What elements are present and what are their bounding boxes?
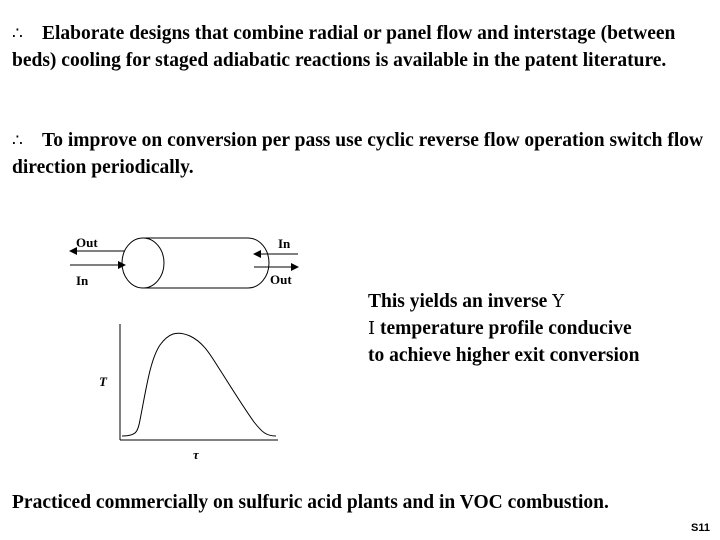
temperature-curve (121, 332, 277, 437)
inverse-profile-callout: This yields an inverse Y I temperature p… (368, 288, 713, 369)
y-axis-label: T (99, 374, 108, 389)
left-out-label: Out (76, 235, 98, 250)
temperature-profile-plot: T τ (99, 324, 278, 462)
therefore-symbol: ∴ (12, 131, 23, 150)
footer-statement: Practiced commercially on sulfuric acid … (12, 492, 609, 513)
right-out-label: Out (270, 272, 292, 287)
left-in-label: In (76, 273, 89, 288)
callout-line-3: to achieve higher exit conversion (368, 345, 640, 366)
callout-line-2: I temperature profile conducive (368, 318, 632, 339)
paragraph-text: To improve on conversion per pass use cy… (12, 130, 704, 178)
callout-symbol-y: Y (552, 291, 565, 312)
callout-symbol-i: I (368, 318, 376, 339)
right-in-label: In (278, 236, 291, 251)
therefore-symbol: ∴ (12, 24, 23, 43)
slide-number: S11 (691, 522, 710, 534)
paragraph-text: Elaborate designs that combine radial or… (12, 23, 676, 71)
x-axis-label: τ (193, 447, 200, 462)
paragraph-interstage-cooling: ∴Elaborate designs that combine radial o… (12, 20, 712, 74)
callout-line-1: This yields an inverse Y (368, 291, 565, 312)
reactor-cylinder (121, 237, 270, 289)
paragraph-reverse-flow: ∴To improve on conversion per pass use c… (12, 127, 712, 181)
